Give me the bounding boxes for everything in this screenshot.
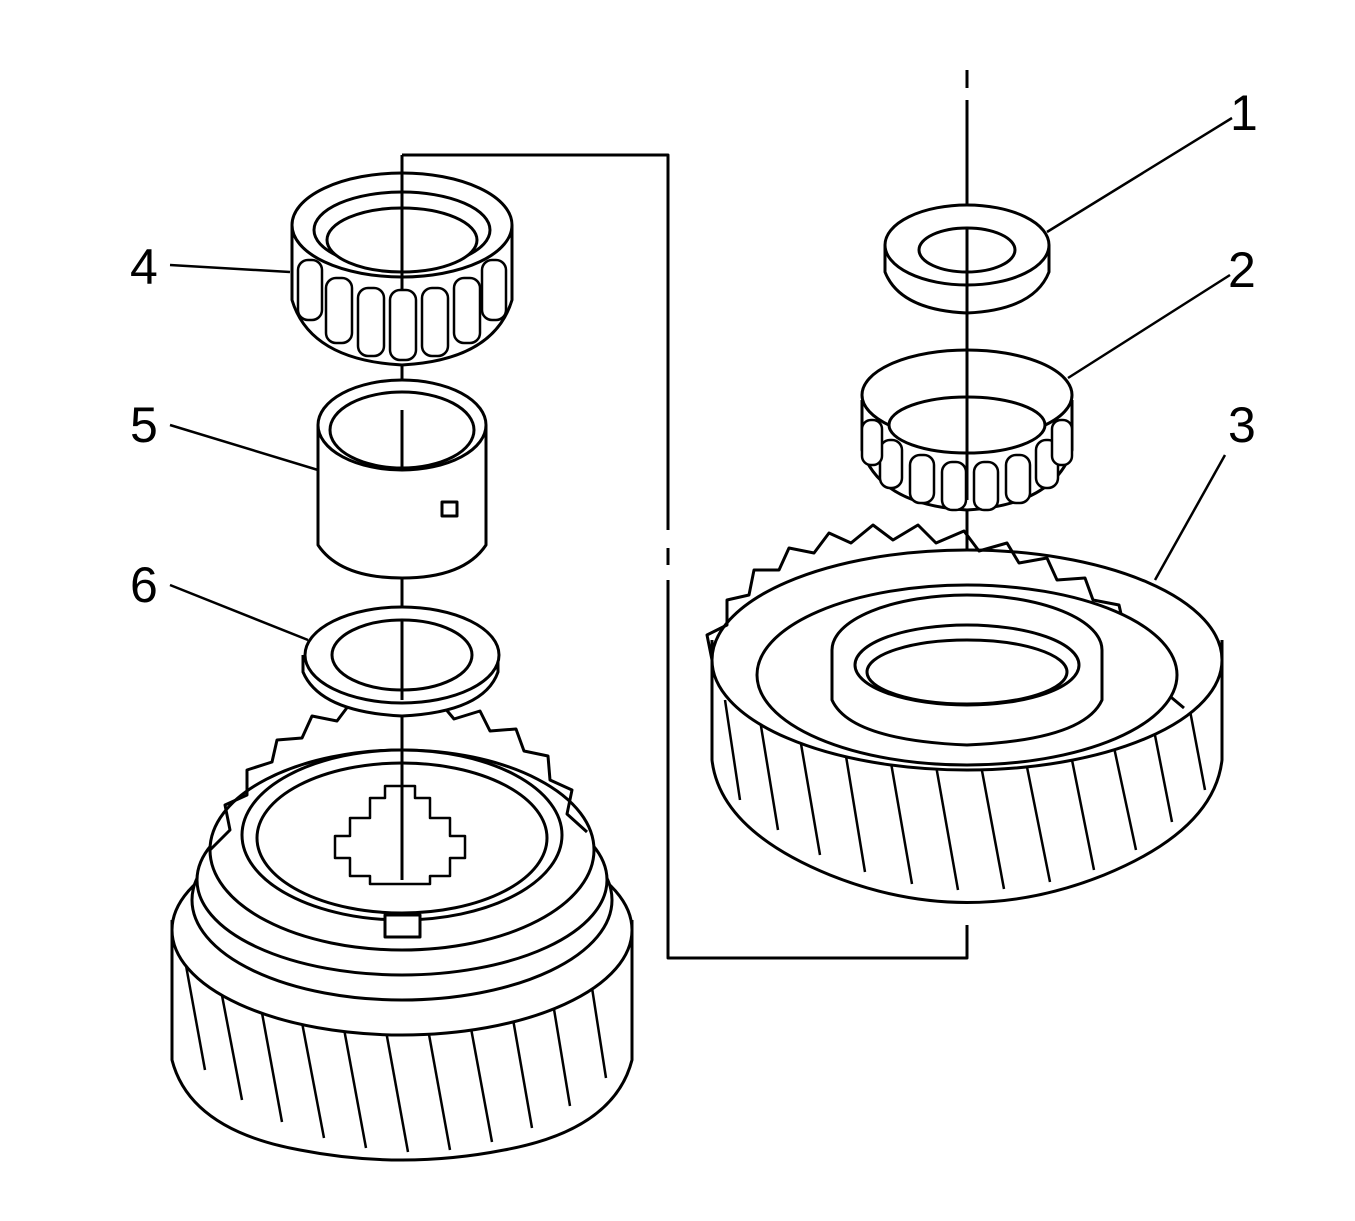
callout-3: 3 (1228, 397, 1256, 453)
callout-1: 1 (1230, 85, 1258, 141)
thrust-washer-icon (301, 605, 501, 880)
callout-5: 5 (130, 397, 158, 453)
assembly-bracket-line-lower (666, 580, 969, 960)
thrust-washer-icon (883, 203, 1051, 320)
needle-bearing-icon (860, 340, 1074, 512)
assembly-bracket-line (402, 153, 670, 530)
callout-2: 2 (1228, 242, 1256, 298)
bearing-sleeve-icon (316, 378, 488, 580)
callout-6: 6 (130, 557, 158, 613)
callout-4: 4 (130, 239, 158, 295)
needle-bearing-icon (290, 155, 514, 367)
leader-lines (169, 116, 1233, 642)
helical-gear-icon (705, 523, 1224, 904)
